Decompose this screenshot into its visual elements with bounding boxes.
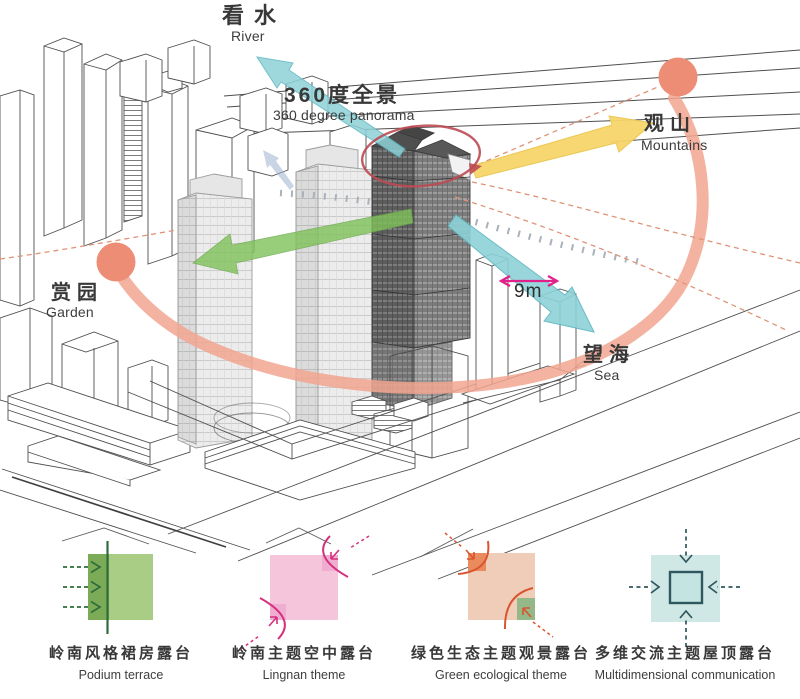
legend-swatch-eco [444, 532, 554, 638]
river-label-en: River [231, 28, 265, 44]
main-tower [370, 125, 472, 411]
river-label-zh: 看水 [222, 3, 287, 28]
sea-view-arrow [447, 214, 595, 333]
city-linework [0, 37, 367, 487]
sea-label-zh: 望海 [583, 344, 635, 366]
legend-item-lingnan-en: Lingnan theme [262, 668, 346, 682]
garden-view-arrow [192, 208, 414, 275]
panorama-label-en: 360 degree panorama [273, 107, 415, 123]
secondary-view-arrow [263, 150, 294, 190]
legend-item-eco-en: Green ecological theme [434, 668, 568, 682]
river-view-arrow [255, 56, 406, 158]
legend-swatch-podium [63, 541, 153, 634]
legend-swatch-lingnan [240, 535, 370, 650]
legend-item-lingnan-zh: 岭南主题空中露台 [231, 645, 376, 662]
distance-label: 9m [514, 281, 543, 302]
width-dimension-arrow [498, 274, 560, 288]
dashed-sightlines-right [454, 85, 800, 331]
garden-sun-circle [96, 242, 136, 282]
legend-item-roof-zh: 多维交流主题屋顶露台 [594, 645, 775, 662]
tower-highlight-ellipse [360, 124, 482, 188]
mountains-label-en: Mountains [641, 137, 708, 153]
garden-label-zh: 赏园 [51, 282, 103, 304]
legend-item-podium-zh: 岭南风格裙房露台 [48, 645, 193, 662]
garden-label-en: Garden [46, 304, 94, 320]
legend-item-podium-en: Podium terrace [78, 668, 164, 682]
sea-label-en: Sea [594, 367, 620, 383]
legend-swatch-roof [629, 529, 740, 647]
mountains-label-zh: 观山 [644, 113, 696, 135]
legend-item-eco-zh: 绿色生态主题观景露台 [410, 645, 591, 662]
panorama-label-zh: 360度全景 [284, 84, 401, 107]
mountains-view-arrow [471, 115, 655, 179]
panorama-arc-band [114, 92, 709, 395]
legend-item-roof-en: Multidimensional communication [594, 668, 776, 682]
mountains-sun-circle [658, 57, 698, 97]
